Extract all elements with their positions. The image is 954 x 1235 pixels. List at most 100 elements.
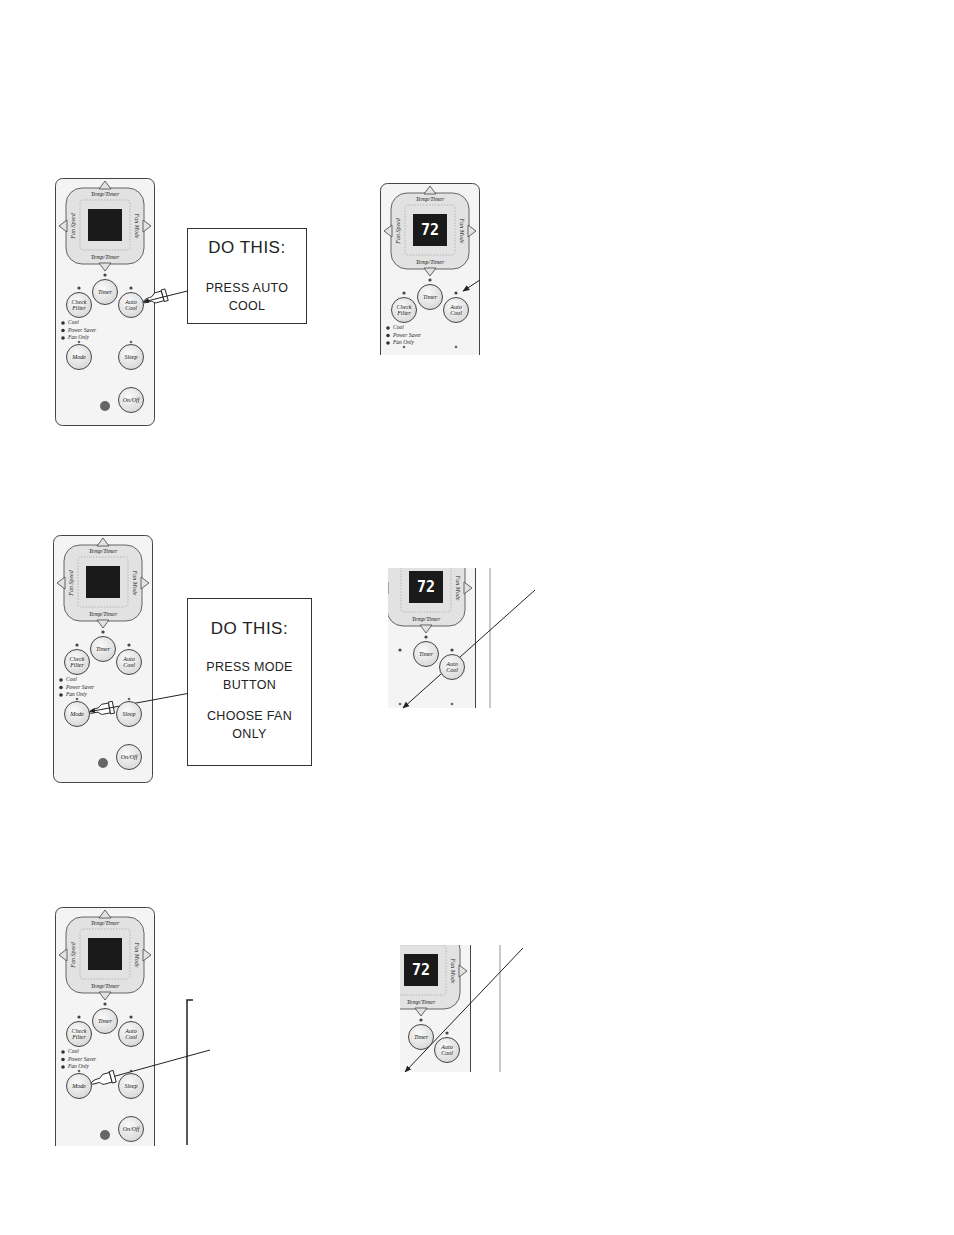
control-button: Check Filter: [64, 649, 90, 675]
panel-label: Temp/Timer: [89, 548, 117, 554]
panel-label: Temp/Timer: [412, 616, 440, 622]
panel-label: Fan Mode: [134, 214, 140, 239]
panel-label: Temp/Timer: [407, 999, 435, 1005]
panel-label: Cool: [68, 320, 79, 326]
control-button: Timer: [417, 284, 443, 310]
panel-label: Power Saver: [68, 1057, 96, 1063]
button-label: Check Filter: [393, 304, 415, 316]
control-button: Check Filter: [391, 297, 417, 323]
panel-label: Temp/Timer: [416, 196, 444, 202]
crop-edge: [500, 945, 501, 1072]
control-panel: [56, 908, 155, 1147]
button-label: Timer: [94, 1018, 116, 1024]
panel-label: Cool: [68, 1049, 79, 1055]
control-button: On/Off: [118, 1116, 144, 1142]
button-label: Timer: [410, 1034, 432, 1040]
button-label: Timer: [94, 289, 116, 295]
panel-label: Temp/Timer: [91, 983, 119, 989]
panel-label: Cool: [66, 677, 77, 683]
pointing-hand: [141, 289, 168, 307]
control-button: Check Filter: [66, 1021, 92, 1047]
panel-label: Fan Only: [68, 1064, 89, 1070]
panel-label: Fan Mode: [459, 219, 465, 244]
panel-label: Temp/Timer: [89, 611, 117, 617]
panel-label: Fan Speed: [395, 218, 401, 244]
control-button: Sleep: [118, 1073, 144, 1099]
instruction-text: PRESS MODE BUTTON: [204, 659, 296, 694]
panel-label: Temp/Timer: [91, 920, 119, 926]
button-label: Auto Cool: [436, 1044, 458, 1056]
button-label: Sleep: [118, 711, 140, 717]
control-button: Auto Cool: [116, 649, 142, 675]
control-button: Auto Cool: [434, 1037, 460, 1063]
bracket: [187, 1000, 193, 1145]
button-label: Sleep: [120, 1083, 142, 1089]
panel-label: Fan Mode: [132, 571, 138, 596]
panel-label: Fan Mode: [134, 943, 140, 968]
panel-label: Fan Mode: [455, 576, 461, 601]
panel-label: Power Saver: [68, 328, 96, 334]
display-readout: 72: [417, 580, 435, 595]
control-button: Check Filter: [66, 292, 92, 318]
control-panel: [56, 179, 155, 426]
panel-label: Temp/Timer: [91, 254, 119, 260]
control-panel: [54, 536, 153, 783]
button-label: On/Off: [120, 397, 142, 403]
control-panel-detail: [400, 945, 471, 1072]
control-button: Auto Cool: [118, 1021, 144, 1047]
control-button: Timer: [92, 279, 118, 305]
indicator-arrow: [405, 948, 523, 1072]
panel-label: Cool: [393, 325, 404, 331]
button-label: On/Off: [118, 754, 140, 760]
instruction-heading: DO THIS:: [188, 619, 311, 639]
indicator-arrow: [403, 590, 535, 708]
panel-label: Fan Mode: [450, 959, 456, 984]
control-button: Sleep: [116, 701, 142, 727]
control-button: On/Off: [116, 744, 142, 770]
button-label: Mode: [68, 1083, 90, 1089]
panel-label: Fan Only: [68, 335, 89, 341]
control-button: Auto Cool: [439, 654, 465, 680]
panel-label: Power Saver: [66, 685, 94, 691]
control-button: Auto Cool: [118, 292, 144, 318]
panel-label: Temp/Timer: [91, 191, 119, 197]
panel-label: Fan Speed: [70, 213, 76, 239]
button-label: Timer: [92, 646, 114, 652]
button-label: Auto Cool: [120, 299, 142, 311]
control-button: Timer: [413, 641, 439, 667]
control-button: Timer: [408, 1024, 434, 1050]
control-panel-detail: [381, 184, 480, 356]
button-label: Mode: [68, 354, 90, 360]
button-label: Timer: [415, 651, 437, 657]
button-label: On/Off: [120, 1126, 142, 1132]
panel-label: Fan Only: [66, 692, 87, 698]
button-label: Mode: [66, 711, 88, 717]
control-button: Sleep: [118, 344, 144, 370]
button-label: Auto Cool: [445, 304, 467, 316]
instruction-box: DO THIS: PRESS MODE BUTTON CHOOSE FAN ONLY: [187, 598, 312, 766]
control-button: Mode: [64, 701, 90, 727]
control-button: Mode: [66, 344, 92, 370]
button-label: Auto Cool: [441, 661, 463, 673]
button-label: Sleep: [120, 354, 142, 360]
instruction-text: CHOOSE FAN ONLY: [204, 708, 296, 743]
instruction-box: DO THIS:PRESS AUTO COOL: [187, 228, 307, 324]
instruction-text: PRESS AUTO COOL: [201, 280, 293, 315]
button-label: Check Filter: [68, 299, 90, 311]
leader-connector: [144, 291, 187, 302]
control-button: Auto Cool: [443, 297, 469, 323]
button-label: Timer: [419, 294, 441, 300]
panel-label: Temp/Timer: [416, 259, 444, 265]
button-label: Auto Cool: [120, 1028, 142, 1040]
panel-label: Fan Only: [393, 340, 414, 346]
panel-label: Fan Speed: [68, 570, 74, 596]
control-button: Mode: [66, 1073, 92, 1099]
display-readout: 72: [421, 223, 439, 238]
pointing-hand: [90, 1070, 117, 1088]
button-label: Auto Cool: [118, 656, 140, 668]
indicator-arrow: [463, 280, 480, 291]
display-readout: 72: [412, 963, 430, 978]
panel-label: Power Saver: [393, 333, 421, 339]
